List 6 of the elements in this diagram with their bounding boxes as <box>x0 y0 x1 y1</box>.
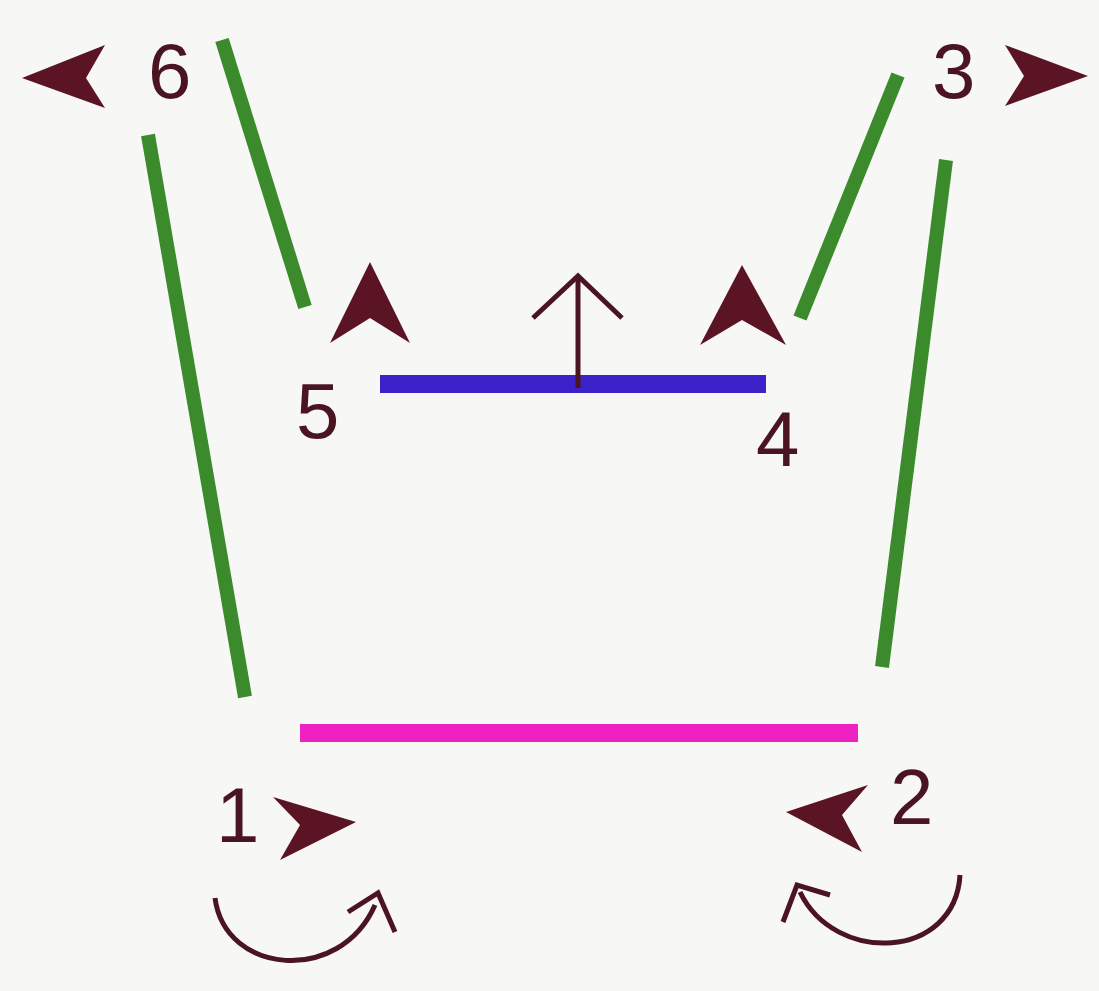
callout-number: 6 <box>148 32 192 110</box>
callout-number: 5 <box>296 372 340 450</box>
callout-number: 2 <box>890 758 934 836</box>
callout-number: 3 <box>932 32 976 110</box>
callout-number: 1 <box>216 776 260 854</box>
callout-number: 4 <box>756 400 800 478</box>
